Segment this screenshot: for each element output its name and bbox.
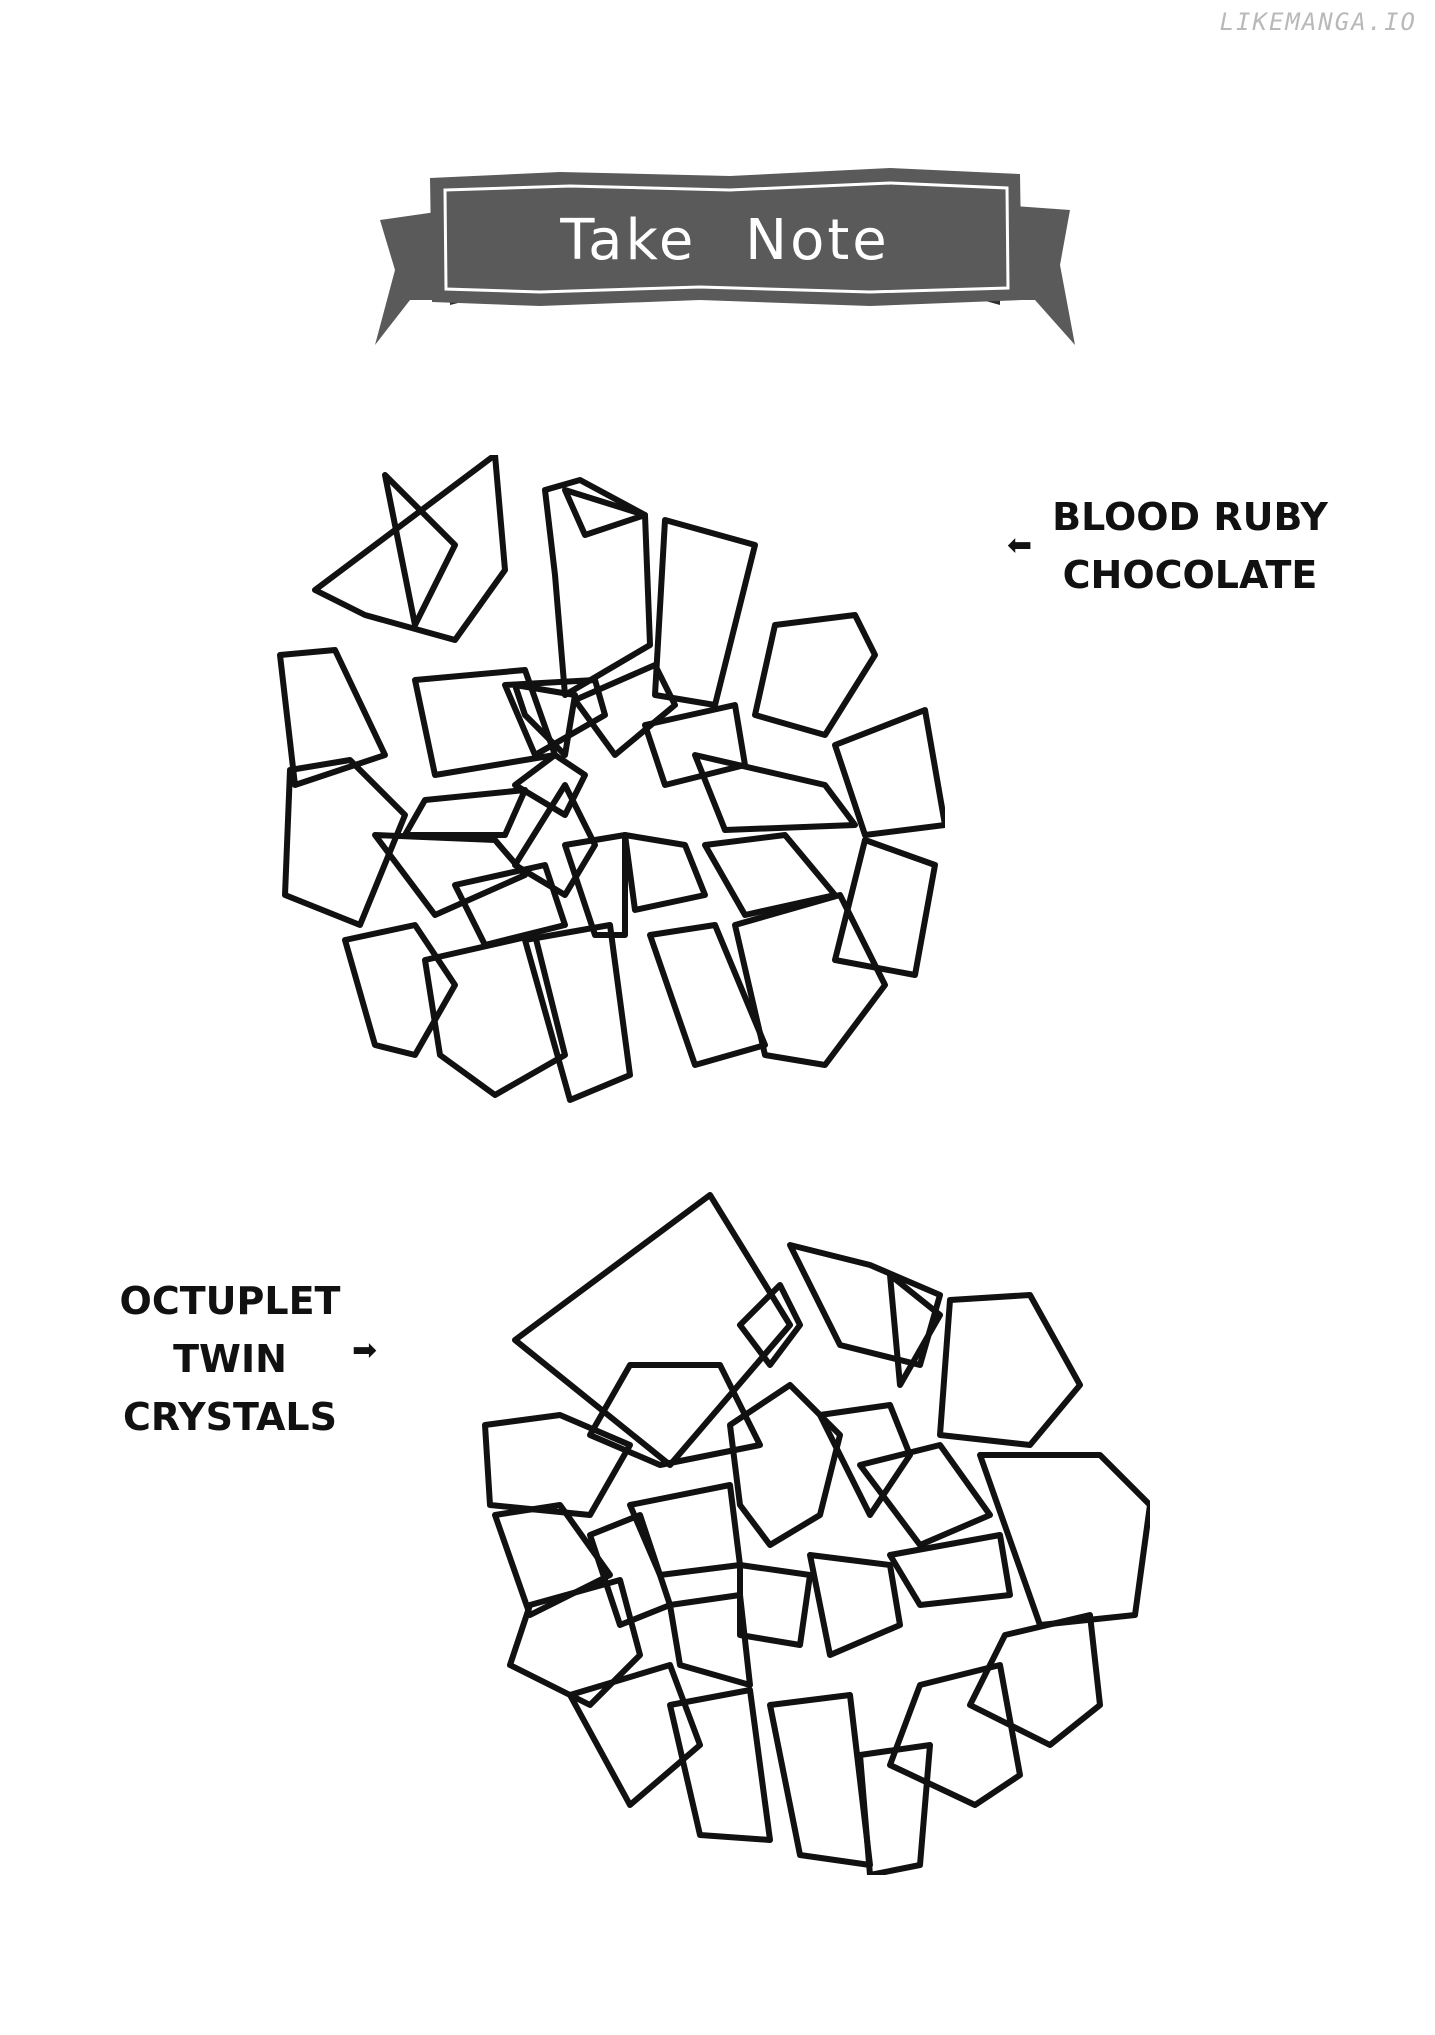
label-line: CRYSTALS (123, 1395, 337, 1439)
arrow-left-icon: ⬅ (1007, 528, 1033, 563)
label-line: CHOCOLATE (1062, 553, 1318, 597)
blood-ruby-chocolate-drawing (265, 455, 945, 1120)
label-line: BLOOD RUBY (1052, 495, 1328, 539)
ribbon-icon (375, 168, 1075, 345)
arrow-right-icon: ➡ (352, 1333, 378, 1368)
octuplet-twin-crystals-drawing (470, 1185, 1150, 1875)
take-note-banner: Take Note (370, 150, 1080, 360)
watermark: LIKEMANGA.IO (1219, 8, 1417, 36)
banner-title: Take Note (560, 208, 890, 273)
octuplet-twin-crystals-label: OCTUPLET TWIN CRYSTALS (110, 1272, 350, 1446)
label-line: TWIN (173, 1337, 287, 1381)
label-line: OCTUPLET (119, 1279, 341, 1323)
blood-ruby-chocolate-label: BLOOD RUBY CHOCOLATE (1050, 488, 1330, 604)
